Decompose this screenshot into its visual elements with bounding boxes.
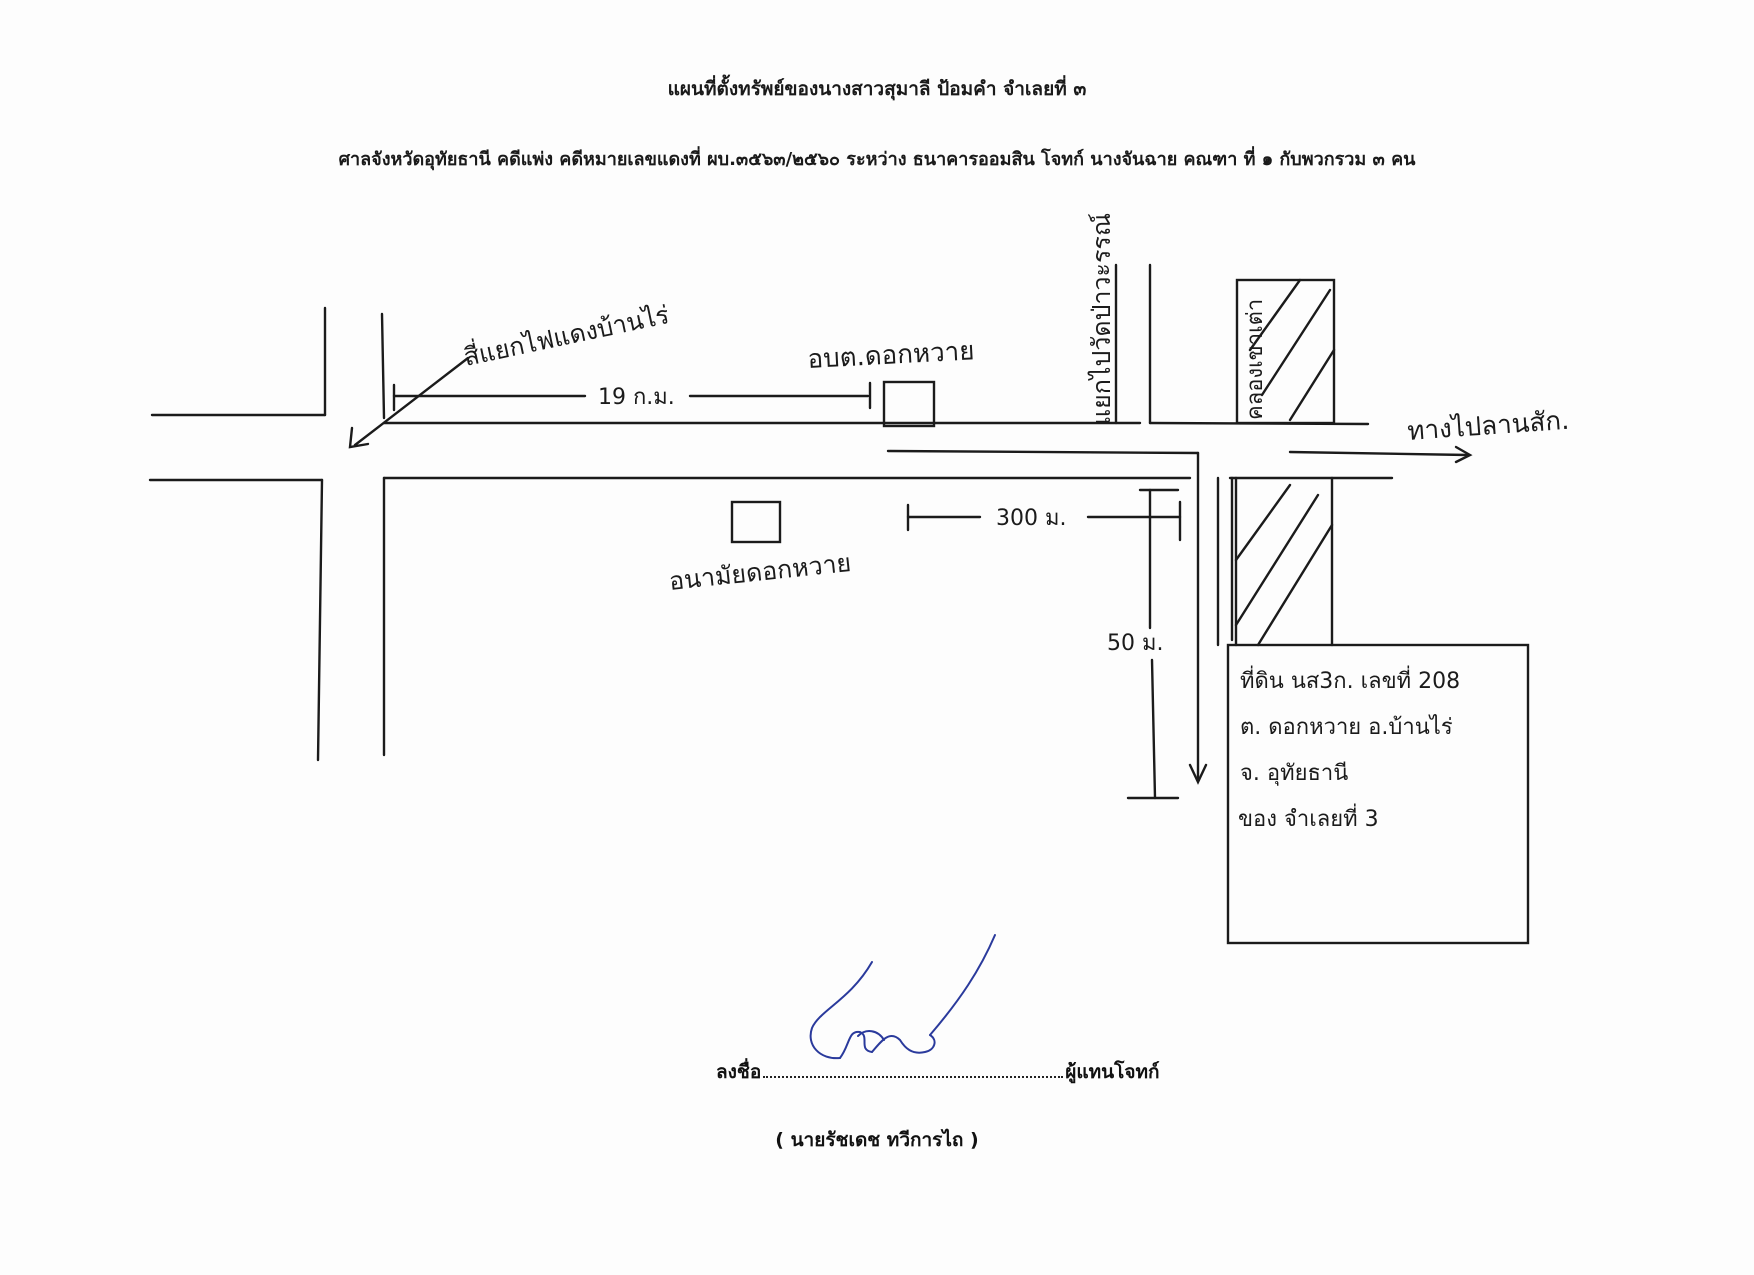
route-arrow (1188, 763, 1208, 785)
intersection-label: สี่แยกไฟแดงบ้านไร่ (461, 297, 672, 372)
branch-road-label: แยกไปวัดป่าวะรรณ์ (1087, 213, 1116, 425)
property-line-2: ต. ดอกหวาย อ.บ้านไร่ (1240, 714, 1453, 740)
distance-50m-label: 50 ม. (1107, 631, 1163, 656)
health-station (730, 500, 782, 544)
road-edge (316, 478, 324, 762)
canal-label: คลองเขาเต่า (1243, 299, 1268, 420)
signer-name: ( นายรัชเดช ทวีการไถ ) (775, 1129, 979, 1151)
signature-drawing (809, 934, 996, 1060)
distance-300m-label: 300 ม. (996, 506, 1066, 531)
route-line (886, 449, 1200, 455)
intersection-arrow (353, 356, 470, 447)
property-line-4: ของ จำเลยที่ 3 (1238, 803, 1379, 832)
case-line: ศาลจังหวัดอุทัยธานี คดีแพ่ง คดีหมายเลขแด… (338, 149, 1416, 170)
distance-19km-label: 19 ก.ม. (598, 385, 675, 410)
lansak-arrow (1288, 450, 1470, 457)
sign-suffix: ผู้แทนโจทก์ (1065, 1061, 1160, 1083)
signature-dots (763, 1062, 1064, 1078)
obt-building (882, 380, 936, 428)
property-box (1226, 643, 1530, 945)
sign-prefix: ลงชื่อ (716, 1061, 762, 1083)
to-lansak-label: ทางไปลานสัก. (1406, 405, 1570, 447)
signature-line: ลงชื่อ ผู้แทนโจทก์ (716, 1057, 1160, 1087)
property-line-1: ที่ดิน นส3ก. เลขที่ 208 (1240, 665, 1460, 694)
health-station-label: อนามัยดอกหวาย (668, 548, 853, 596)
obt-label: อบต.ดอกหวาย (807, 336, 975, 375)
road-edge (380, 312, 386, 420)
property-line-3: จ. อุทัยธานี (1240, 761, 1348, 786)
document-title: แผนที่ตั้งทรัพย์ของนางสาวสุมาลี ป้อมคำ จ… (667, 78, 1087, 100)
